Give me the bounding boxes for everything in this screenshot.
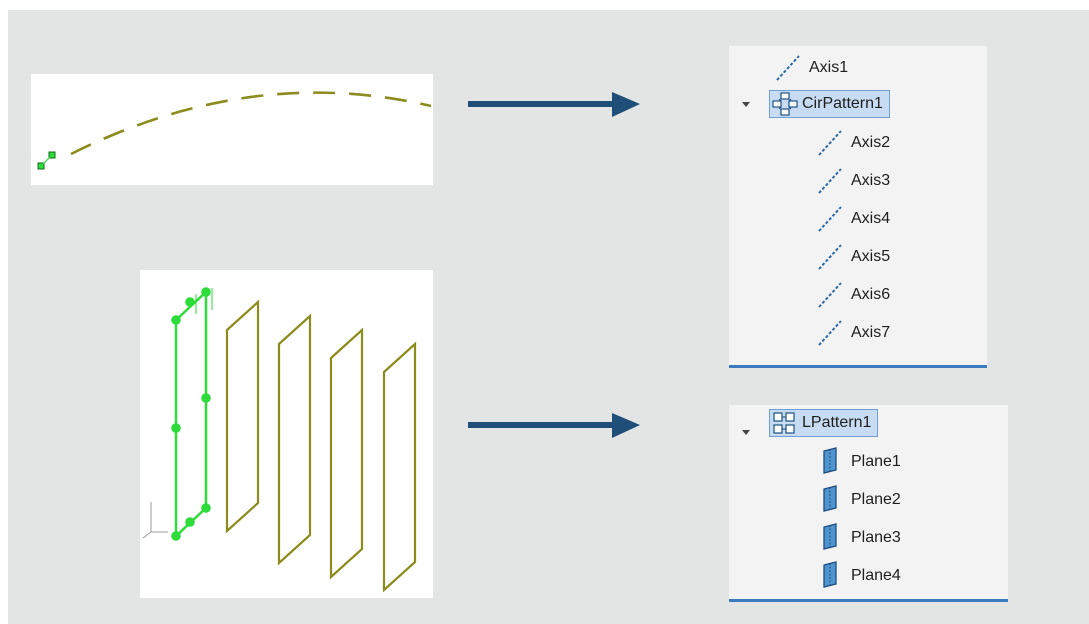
right-arrow-icon <box>468 413 640 438</box>
plane-handle[interactable] <box>171 423 181 433</box>
plane-handle[interactable] <box>201 503 211 513</box>
tree-item-axis5[interactable]: Axis5 <box>815 239 890 275</box>
tree-item-axis1[interactable]: Axis1 <box>773 50 848 86</box>
axis-icon <box>818 130 842 156</box>
tree-item-axis3[interactable]: Axis3 <box>815 163 890 199</box>
circular-pattern-icon <box>772 92 798 116</box>
axis-icon <box>818 244 842 270</box>
axis-icon <box>818 320 842 346</box>
right-arrow-icon <box>468 92 640 117</box>
tree-item-axis7[interactable]: Axis7 <box>815 315 890 351</box>
plane-handle[interactable] <box>185 517 195 527</box>
plane-handle[interactable] <box>201 287 211 297</box>
axis-icon <box>818 282 842 308</box>
axis-icon <box>776 55 800 81</box>
axis-icon <box>818 206 842 232</box>
tree-item-axis4[interactable]: Axis4 <box>815 201 890 237</box>
tree-item-axis6[interactable]: Axis6 <box>815 277 890 313</box>
plane-handle[interactable] <box>185 297 195 307</box>
plane-icon <box>823 523 837 550</box>
figure-background: Axis1 CirPattern1 Axis2 Axis3 Axis4 <box>8 10 1089 624</box>
planes-sketch <box>142 287 417 593</box>
linear-pattern-preview <box>140 270 433 598</box>
linear-pattern-icon <box>773 412 795 434</box>
linear-pattern-tree: LPattern1 Plane1 Plane2 Plane3 Plane4 <box>729 405 1008 602</box>
tree-item-plane4[interactable]: Plane4 <box>815 558 901 594</box>
chevron-down-icon[interactable] <box>742 430 750 435</box>
arc-sketch <box>37 91 432 170</box>
tree-item-plane2[interactable]: Plane2 <box>815 482 901 518</box>
chevron-down-icon[interactable] <box>742 102 750 107</box>
plane-handle[interactable] <box>201 393 211 403</box>
tree-item-plane1[interactable]: Plane1 <box>815 444 901 480</box>
plane-icon <box>823 447 837 474</box>
circular-pattern-preview <box>31 74 433 185</box>
tree-item-axis2[interactable]: Axis2 <box>815 125 890 161</box>
plane-handle[interactable] <box>171 315 181 325</box>
circular-pattern-tree: Axis1 CirPattern1 Axis2 Axis3 Axis4 <box>729 46 987 368</box>
plane-icon <box>823 561 837 588</box>
plane-icon <box>823 485 837 512</box>
tree-item-lpattern1[interactable]: LPattern1 <box>769 409 879 437</box>
axis-icon <box>818 168 842 194</box>
tree-item-plane3[interactable]: Plane3 <box>815 520 901 556</box>
plane-handle[interactable] <box>171 531 181 541</box>
tree-item-cirpattern1[interactable]: CirPattern1 <box>769 90 890 118</box>
coordinate-triad-icon <box>142 502 168 539</box>
